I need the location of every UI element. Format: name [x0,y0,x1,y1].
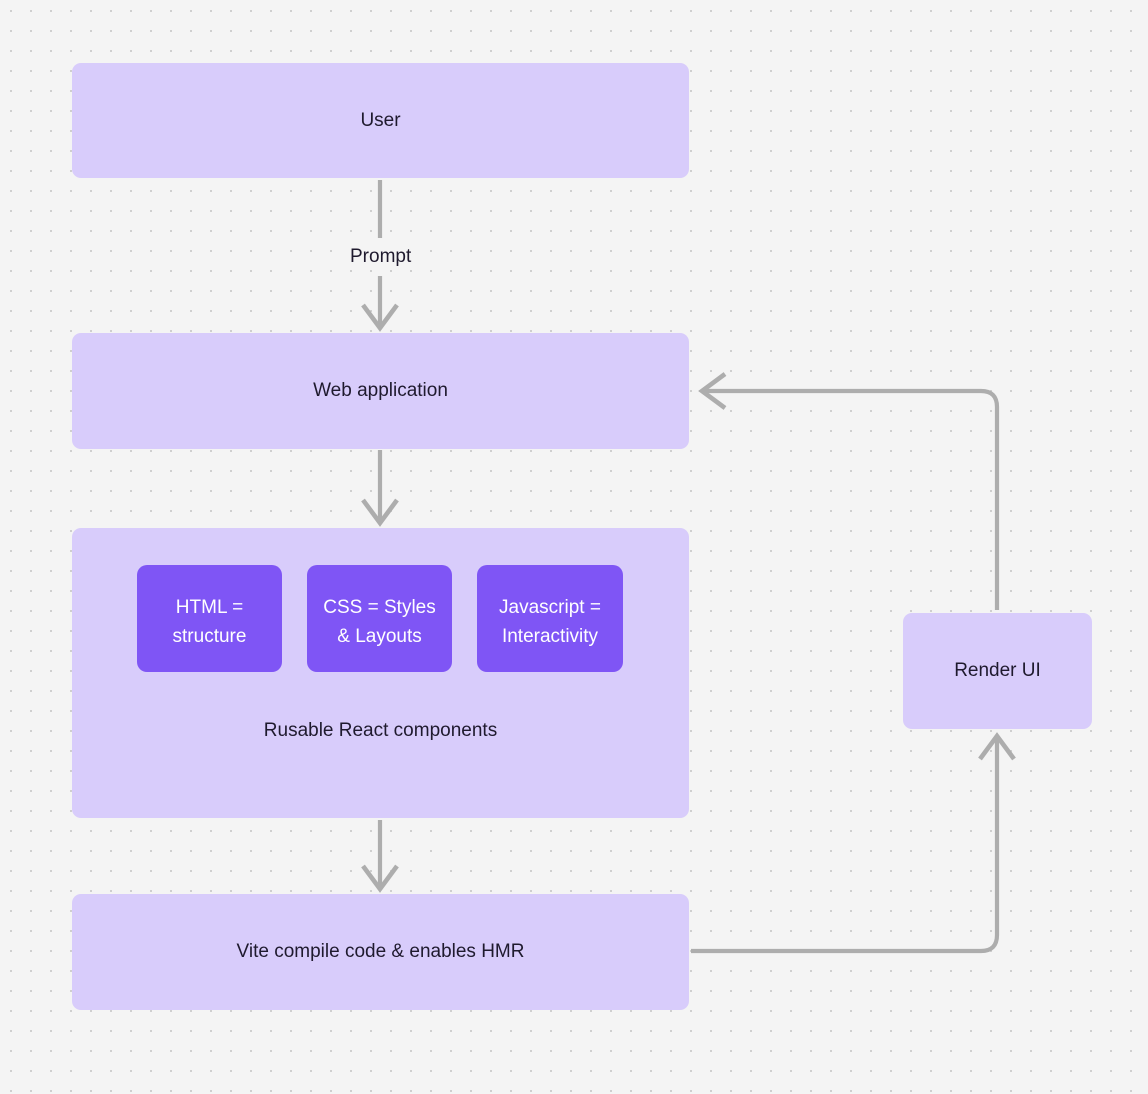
node-components-caption: Rusable React components [263,720,498,741]
arrowhead-components-top [361,498,399,527]
edge-label-prompt: Prompt [343,245,419,269]
node-user-label: User [360,109,401,131]
arrowhead-vite-top [361,864,399,893]
node-render-ui[interactable]: Render UI [903,613,1092,729]
arrowhead-webapp-right [698,372,727,410]
arrowhead-render-bottom [978,732,1016,761]
node-vite-label: Vite compile code & enables HMR [236,941,525,963]
node-javascript[interactable]: Javascript = Interactivity [477,565,623,672]
node-components-group[interactable]: HTML = structure CSS = Styles & Layouts … [72,528,689,818]
node-css[interactable]: CSS = Styles & Layouts [307,565,452,672]
node-user[interactable]: User [72,63,689,178]
node-render-ui-label: Render UI [954,660,1041,682]
node-html[interactable]: HTML = structure [137,565,282,672]
components-inner-row: HTML = structure CSS = Styles & Layouts … [72,565,689,672]
arrowhead-webapp-top [361,303,399,332]
node-vite[interactable]: Vite compile code & enables HMR [72,894,689,1010]
edge-render-to-webapp [702,388,1000,610]
edge-vite-to-render [691,736,1000,954]
node-web-application-label: Web application [313,380,448,402]
node-html-label: HTML = structure [172,596,247,647]
node-css-label: CSS = Styles & Layouts [323,596,436,647]
node-web-application[interactable]: Web application [72,333,689,449]
node-javascript-label: Javascript = Interactivity [499,596,601,647]
